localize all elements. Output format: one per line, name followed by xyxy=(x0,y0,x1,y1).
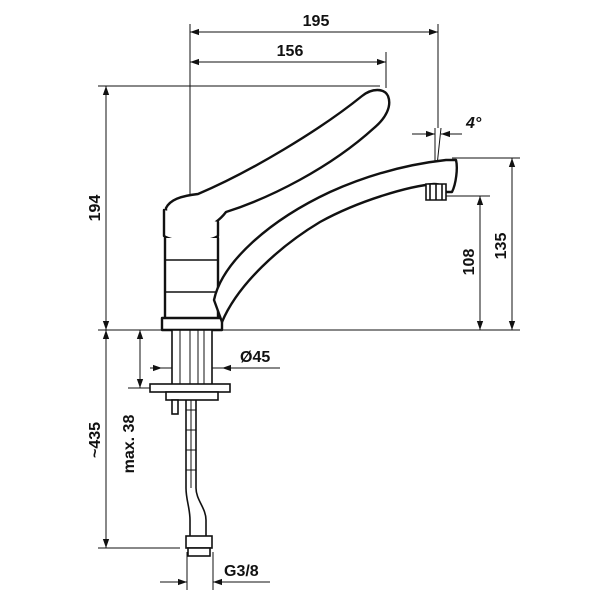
label-total-height: 194 xyxy=(87,195,104,222)
mounting-stud xyxy=(171,399,179,415)
threaded-shank xyxy=(171,329,213,389)
label-overall-reach: 195 xyxy=(303,13,330,30)
hose-fitting xyxy=(185,535,213,549)
body-column xyxy=(163,236,220,326)
label-deck-thickness: max. 38 xyxy=(121,415,138,474)
faucet-body xyxy=(160,88,458,332)
dimension-labels: 195 156 4° 194 108 135 Ø45 ~435 max. 38 … xyxy=(87,13,510,580)
spout xyxy=(212,158,458,324)
label-base-diameter: Ø45 xyxy=(240,349,270,366)
label-lever-reach: 156 xyxy=(277,43,304,60)
mounting-nut xyxy=(165,391,219,401)
mounting-assembly xyxy=(149,329,231,557)
hose-nut xyxy=(187,547,211,557)
label-spout-height: 135 xyxy=(493,233,510,260)
hose-right xyxy=(195,400,207,540)
hose-left xyxy=(185,400,191,540)
label-spout-angle: 4° xyxy=(465,115,482,132)
label-connection-thread: G3/8 xyxy=(224,563,259,580)
label-spout-clearance: 108 xyxy=(461,249,478,276)
label-hose-length: ~435 xyxy=(87,422,104,458)
extension-lines xyxy=(98,24,520,590)
lever-handle xyxy=(164,88,391,234)
base-flange xyxy=(160,316,224,332)
dimension-lines xyxy=(102,28,516,586)
mounting-plate xyxy=(149,383,231,393)
